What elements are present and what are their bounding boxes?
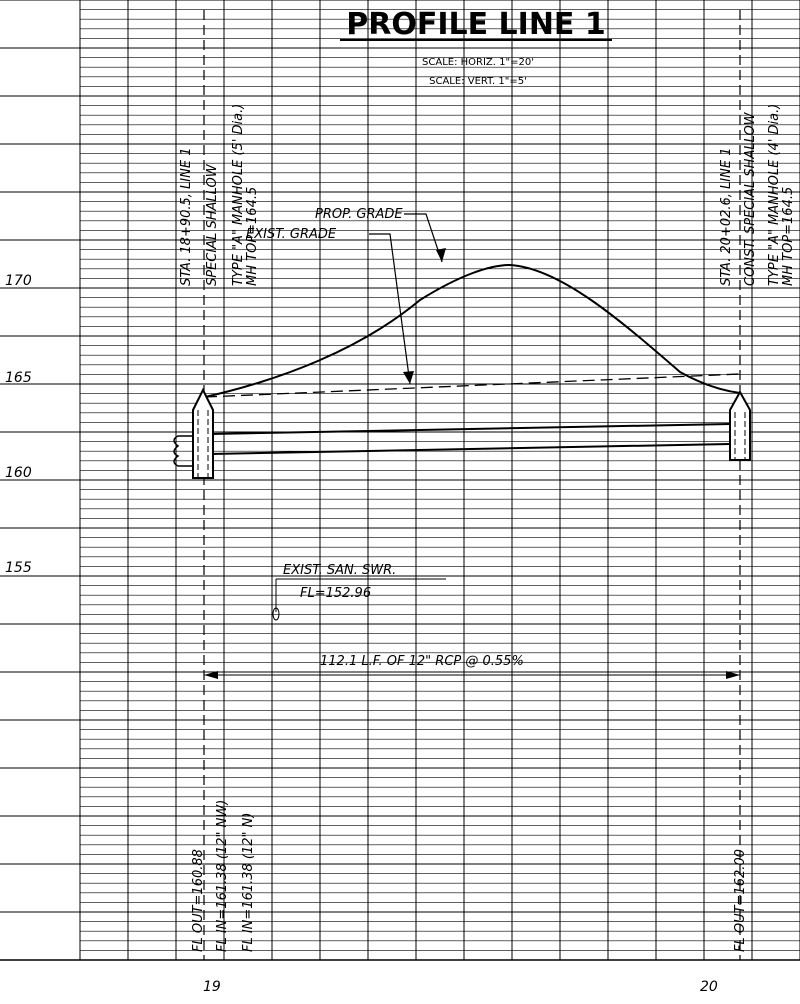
pipe-crown	[209, 423, 731, 435]
exist-grade-leader	[369, 233, 411, 385]
elevation-label-165: 165	[5, 370, 32, 386]
scale-vertical: SCALE: VERT. 1"=5'	[429, 76, 527, 87]
mh2-top-note: MH TOP=164.5	[781, 187, 796, 286]
flowline-notes-left: FL OUT=160.88 FL IN=161.38 (12" NW) FL I…	[191, 800, 256, 952]
scale-horizontal: SCALE: HORIZ. 1"=20'	[422, 57, 534, 68]
mh2-manhole-note: TYPE "A" MANHOLE (4' Dia.)	[767, 104, 782, 286]
mh1-notes: STA. 18+90.5, LINE 1 SPECIAL SHALLOW TYP…	[179, 104, 260, 286]
exist-grade-label: EXIST. GRADE	[246, 227, 337, 242]
fl-out-mh2: FL OUT=162.00	[733, 849, 748, 952]
elevation-label-170: 170	[5, 273, 32, 289]
fl-out-mh1: FL OUT=160.88	[191, 849, 206, 952]
mh2-station-note: STA. 20+02.6, LINE 1	[719, 148, 734, 286]
fl-in-nw-mh1: FL IN=161.38 (12" NW)	[215, 800, 230, 952]
profile-title: PROFILE LINE 1	[346, 7, 606, 42]
mh1-top-note: MH TOP=164.5	[245, 187, 260, 286]
station-label-20: 20	[700, 979, 718, 995]
pipe-dimension-label: 112.1 L.F. OF 12" RCP @ 0.55%	[320, 654, 524, 669]
manhole-1	[173, 387, 214, 479]
elevation-labels: 170 165 160 155	[5, 273, 32, 576]
pipe-dimension-arrow-left	[204, 671, 218, 679]
elevation-label-160: 160	[5, 465, 32, 481]
mh1-manhole-note: TYPE "A" MANHOLE (5' Dia.)	[231, 104, 246, 286]
exist-san-swr-pipe	[272, 607, 280, 621]
pipe-invert	[209, 443, 731, 455]
prop-grade-arrowhead	[436, 248, 446, 262]
mh1-station-note: STA. 18+90.5, LINE 1	[179, 148, 194, 286]
elevation-label-155: 155	[5, 560, 32, 576]
mh1-type-note: SPECIAL SHALLOW	[205, 163, 220, 286]
proposed-grade-line	[204, 263, 741, 398]
prop-grade-leader	[404, 213, 443, 263]
grid	[0, 0, 800, 961]
exist-san-swr-label: EXIST. SAN. SWR.	[283, 563, 396, 578]
station-label-19: 19	[203, 979, 221, 995]
mh2-notes: STA. 20+02.6, LINE 1 CONST. SPECIAL SHAL…	[719, 104, 796, 286]
pipe-dimension-arrow-right	[726, 671, 740, 679]
exist-grade-arrowhead	[403, 371, 414, 384]
mh2-type-note: CONST. SPECIAL SHALLOW	[743, 111, 758, 286]
prop-grade-label: PROP. GRADE	[315, 207, 403, 222]
exist-san-fl-label: FL=152.96	[300, 586, 371, 601]
fl-in-n-mh1: FL IN=161.38 (12" N)	[241, 813, 256, 952]
manhole-2	[729, 389, 751, 461]
